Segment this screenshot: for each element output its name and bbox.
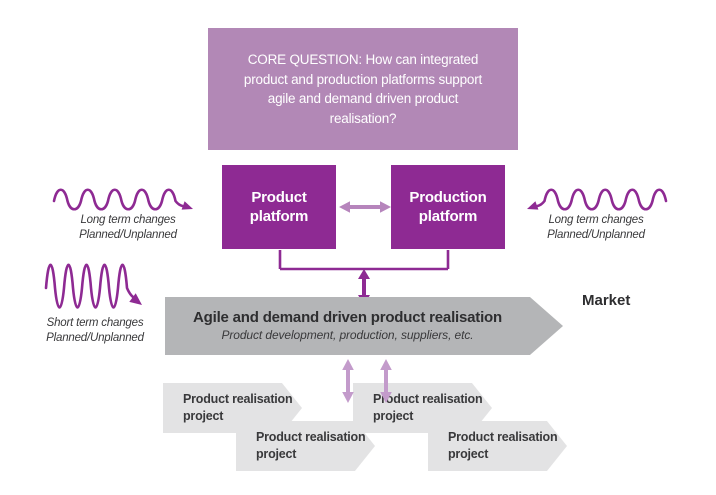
realisation-arrow: Agile and demand driven product realisat… xyxy=(165,297,563,355)
project-4-line1: Product realisation xyxy=(448,430,558,444)
project-3-line1: Product realisation xyxy=(373,392,483,406)
product-platform-box: Product platform xyxy=(222,165,336,249)
project-1-line1: Product realisation xyxy=(183,392,293,406)
project-2-line2: project xyxy=(256,446,297,461)
project-arrow-2: Product realisation project xyxy=(236,421,375,471)
short-term-line1: Short term changes xyxy=(46,317,144,329)
platform-link-double-arrow-icon xyxy=(339,201,391,213)
short-term-label: Short term changes Planned/Unplanned xyxy=(26,316,164,345)
long-term-left-label: Long term changes Planned/Unplanned xyxy=(56,213,200,242)
long-term-right-label: Long term changes Planned/Unplanned xyxy=(524,213,668,242)
short-term-wave-icon xyxy=(44,263,142,309)
realisation-subtitle: Product development, production, supplie… xyxy=(221,328,474,342)
realisation-to-project-double-arrow-icon xyxy=(342,359,354,403)
short-term-line2: Planned/Unplanned xyxy=(46,331,144,344)
project-2-line1: Product realisation xyxy=(256,430,366,444)
long-term-left-line2: Planned/Unplanned xyxy=(79,228,177,241)
realisation-to-project-double-arrow-icon xyxy=(380,359,392,403)
product-platform-label: Product platform xyxy=(249,189,309,225)
project-arrow-4: Product realisation project xyxy=(428,421,567,471)
production-platform-label: Production platform xyxy=(409,189,487,225)
production-platform-box: Production platform xyxy=(391,165,505,249)
project-3-line2: project xyxy=(373,408,414,423)
market-label: Market xyxy=(582,292,631,309)
project-4-line2: project xyxy=(448,446,489,461)
core-question-text: CORE QUESTION: How can integrated produc… xyxy=(243,52,483,126)
long-term-right-line1: Long term changes xyxy=(548,214,644,226)
project-1-line2: project xyxy=(183,408,224,423)
project-arrow-3: Product realisation project xyxy=(353,383,492,433)
long-term-wave-left-icon xyxy=(52,188,193,211)
long-term-wave-right-icon xyxy=(527,188,668,211)
realisation-title: Agile and demand driven product realisat… xyxy=(193,309,502,326)
long-term-left-line1: Long term changes xyxy=(80,214,176,226)
core-question-box: CORE QUESTION: How can integrated produc… xyxy=(208,28,518,150)
long-term-right-line2: Planned/Unplanned xyxy=(547,228,645,241)
